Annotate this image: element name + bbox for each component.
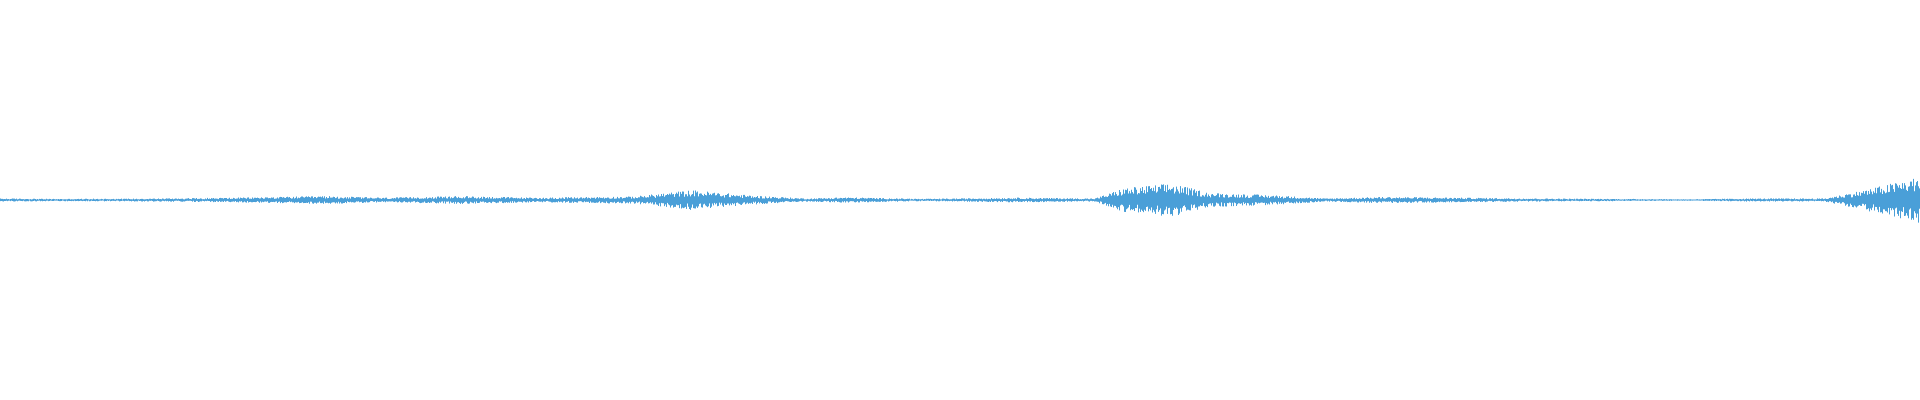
waveform-samples: [0, 178, 1920, 223]
waveform-path: [0, 178, 1920, 223]
